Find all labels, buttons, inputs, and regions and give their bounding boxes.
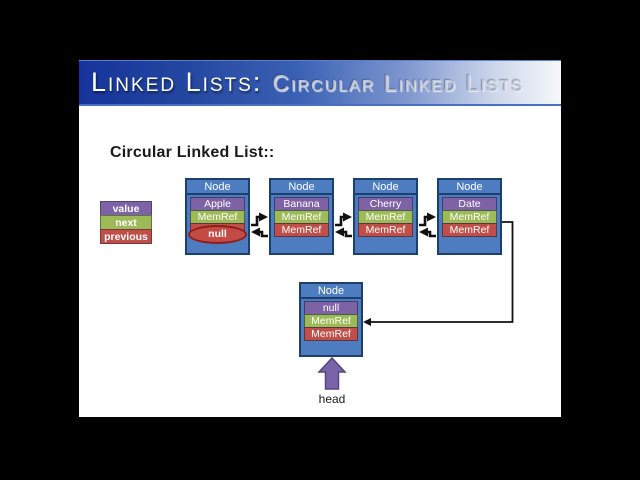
- slide-title-secondary: Circular Linked Lists: [272, 70, 525, 96]
- node-fields: Date MemRef MemRef: [442, 197, 497, 237]
- node-prev-row: MemRef: [442, 223, 497, 237]
- legend-item-value: value: [100, 201, 152, 216]
- slide-title-primary: Linked Lists:: [91, 67, 263, 97]
- legend-item-next: next: [100, 215, 152, 230]
- node-prev-row: MemRef: [358, 223, 413, 237]
- node-value-row: Date: [442, 197, 497, 211]
- node-fields: Banana MemRef MemRef: [274, 197, 329, 237]
- node-title: Node: [187, 180, 248, 195]
- node-next-row: MemRef: [190, 210, 245, 224]
- prev-arrow-3: [419, 227, 436, 238]
- legend-item-previous: previous: [100, 229, 152, 244]
- node-prev-row: MemRef: [274, 223, 329, 237]
- node-prev-row: MemRef: [304, 327, 358, 341]
- slide-title-bar: Linked Lists: Circular Linked Lists: [79, 60, 561, 106]
- node-box-4: Node Date MemRef MemRef: [437, 178, 502, 255]
- node-next-row: MemRef: [304, 314, 358, 328]
- presentation-slide: Linked Lists: Circular Linked Lists Circ…: [79, 60, 561, 417]
- node-next-row: MemRef: [274, 210, 329, 224]
- next-arrow-2: [335, 212, 352, 227]
- next-arrow-3: [419, 212, 436, 227]
- prev-arrow-2: [335, 227, 352, 238]
- node-value-row: Apple: [190, 197, 245, 211]
- node-value-row: null: [304, 301, 358, 315]
- node-title: Node: [271, 180, 332, 195]
- head-node-box: Node null MemRef MemRef: [299, 282, 363, 357]
- node-value-row: Banana: [274, 197, 329, 211]
- node-title: Node: [439, 180, 500, 195]
- head-pointer-label: head: [318, 392, 346, 406]
- node-fields: Cherry MemRef MemRef: [358, 197, 413, 237]
- node-box-3: Node Cherry MemRef MemRef: [353, 178, 418, 255]
- node-title: Node: [301, 284, 361, 299]
- slide-heading: Circular Linked List::: [110, 144, 275, 161]
- prev-arrow-1: [251, 227, 268, 238]
- node-title: Node: [355, 180, 416, 195]
- node-next-row: MemRef: [442, 210, 497, 224]
- node-next-row: MemRef: [358, 210, 413, 224]
- head-pointer-arrow: [317, 356, 347, 390]
- next-arrow-1: [251, 212, 268, 227]
- null-highlight-ellipse: null: [188, 225, 247, 244]
- node-fields: null MemRef MemRef: [304, 301, 358, 341]
- node-value-row: Cherry: [358, 197, 413, 211]
- node-box-1: Node Apple MemRef null: [185, 178, 250, 255]
- node-box-2: Node Banana MemRef MemRef: [269, 178, 334, 255]
- legend-box: value next previous: [100, 201, 152, 244]
